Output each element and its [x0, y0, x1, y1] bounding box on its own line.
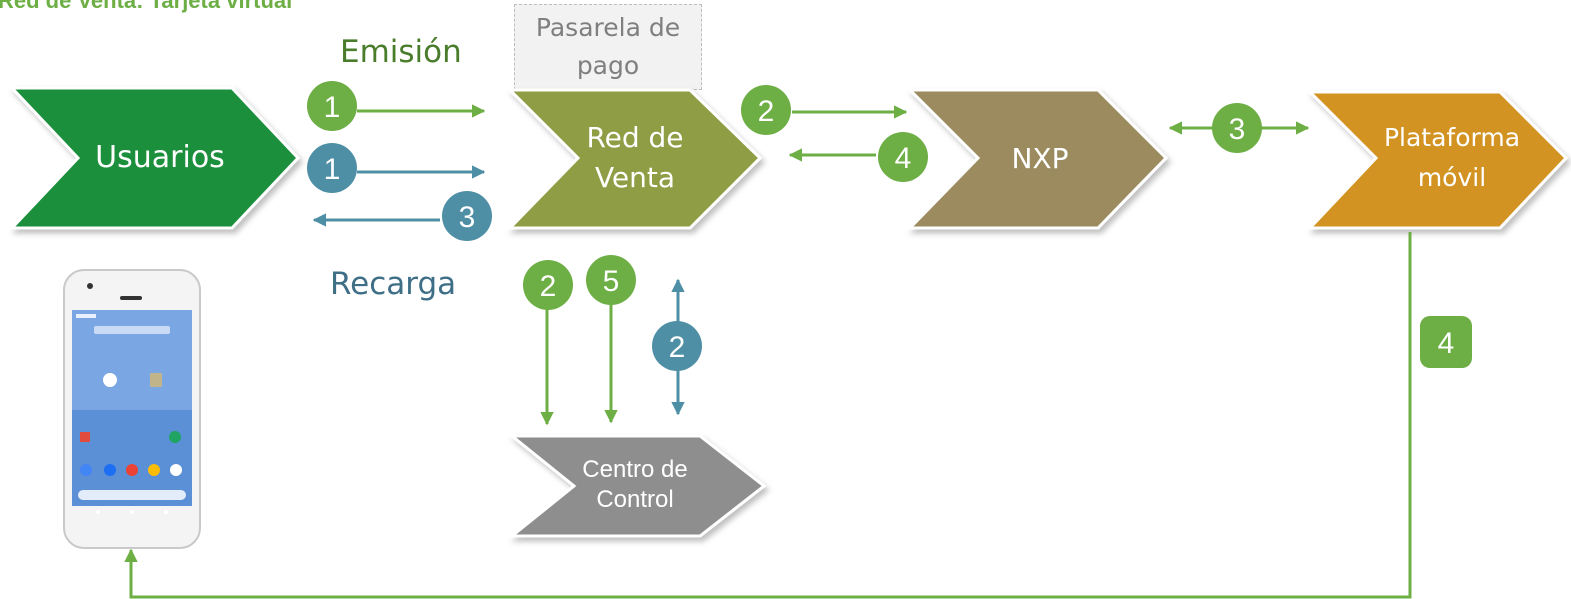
pasarela-de-pago-box: Pasarela de pago — [514, 4, 702, 90]
usuarios-chevron — [8, 86, 301, 230]
plataforma-line1: Plataforma — [1383, 123, 1521, 152]
plataforma-line2: móvil — [1417, 163, 1487, 192]
smartphone-illustration — [63, 269, 201, 549]
step-circle-emision-2-nxp: 2 — [741, 85, 791, 135]
centro-line2: Control — [596, 486, 674, 513]
emision-arrow-4-phone — [124, 232, 1412, 599]
step-circle-recarga-3: 3 — [442, 191, 492, 241]
red-de-venta-label: Red de Venta — [555, 118, 715, 198]
step-circle-recarga-1: 1 — [307, 143, 357, 193]
step-circle-emision-4-phone: 4 — [1420, 316, 1472, 368]
svg-text:4: 4 — [1438, 327, 1455, 360]
pasarela-line2: pago — [576, 51, 640, 80]
step-circle-recarga-2-centro: 2 — [652, 321, 702, 371]
nxp-label: NXP — [1011, 142, 1069, 175]
step-circle-emision-3-plataforma: 3 — [1212, 103, 1262, 153]
centro-line1: Centro de — [582, 456, 688, 483]
plataforma-movil-label: Plataforma móvil — [1362, 118, 1542, 198]
nxp-chevron — [906, 88, 1169, 230]
svg-text:3: 3 — [459, 201, 476, 234]
step-circle-emision-5-centro: 5 — [586, 255, 636, 305]
centro-de-control-label: Centro de Control — [555, 455, 715, 515]
svg-text:3: 3 — [1229, 113, 1246, 146]
step-circle-emision-2-centro: 2 — [523, 260, 573, 310]
svg-text:2: 2 — [669, 331, 686, 364]
page-title: Red de Venta: Tarjeta virtual — [0, 0, 293, 13]
step-circle-emision-1: 1 — [307, 81, 357, 131]
pasarela-line1: Pasarela de — [535, 13, 681, 42]
svg-text:4: 4 — [895, 142, 912, 175]
svg-text:1: 1 — [324, 91, 341, 124]
plataforma-movil-chevron — [1306, 90, 1569, 230]
red-de-venta-line1: Red de — [586, 121, 684, 154]
svg-text:2: 2 — [758, 95, 775, 128]
centro-de-control-chevron — [507, 434, 767, 538]
emision-label: Emisión — [340, 34, 462, 70]
svg-text:1: 1 — [324, 153, 341, 186]
recarga-label: Recarga — [330, 266, 457, 302]
red-de-venta-chevron — [506, 88, 763, 230]
step-circle-emision-4-nxp: 4 — [878, 132, 928, 182]
svg-text:5: 5 — [603, 265, 620, 298]
red-de-venta-line2: Venta — [594, 161, 676, 194]
usuarios-label: Usuarios — [95, 140, 225, 175]
svg-text:2: 2 — [540, 270, 557, 303]
